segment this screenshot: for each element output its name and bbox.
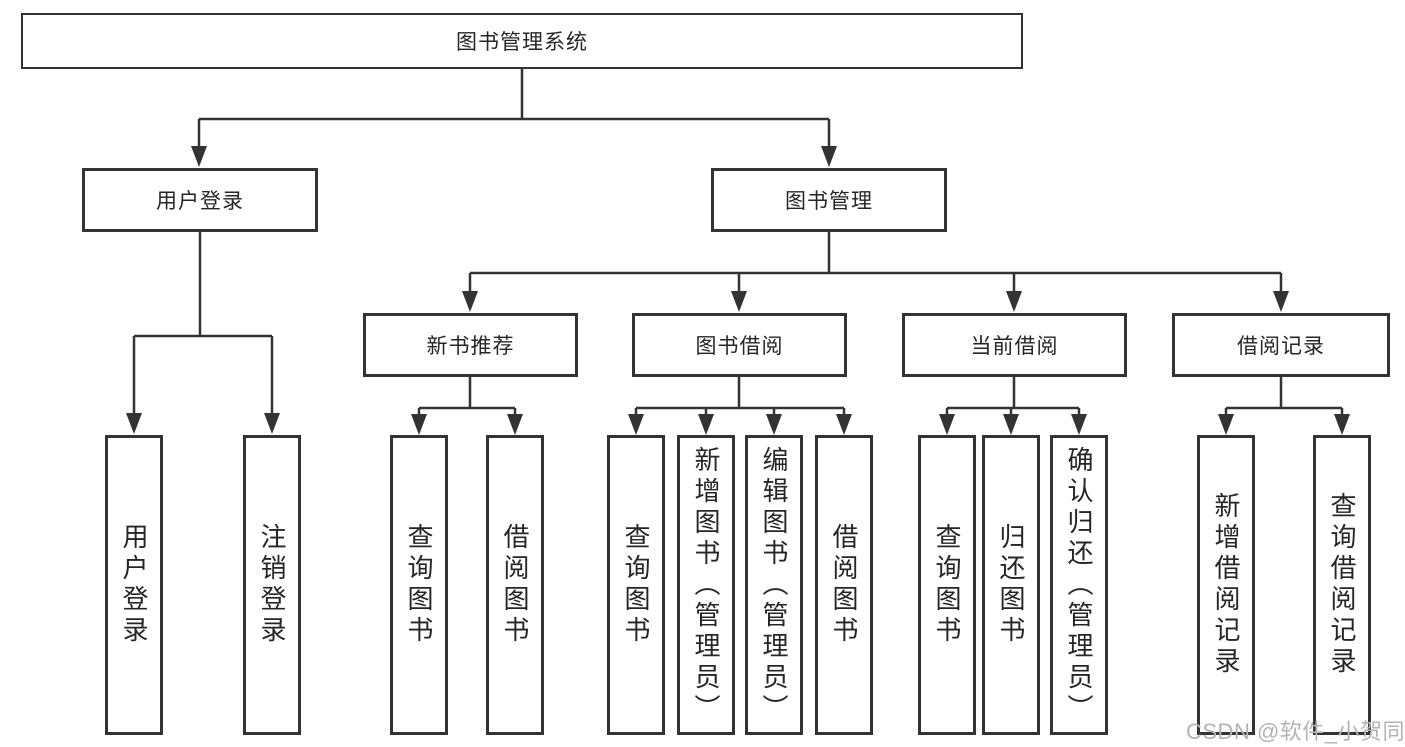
node-label: 用户登录	[119, 523, 149, 647]
connector-book-borrow-children	[628, 377, 852, 435]
node-label: 确认归还（管理员）	[1064, 445, 1094, 725]
node-root-system: 图书管理系统	[21, 13, 1023, 69]
leaf-borrow-book-2: 借阅图书	[815, 435, 873, 735]
leaf-logout: 注销登录	[243, 435, 301, 735]
node-label: 编辑图书（管理员）	[759, 445, 789, 725]
node-label: 查询借阅记录	[1327, 492, 1357, 678]
node-book-borrow: 图书借阅	[632, 313, 847, 377]
leaf-query-book-2: 查询图书	[607, 435, 665, 735]
connector-root-to-level2	[191, 69, 837, 167]
leaf-user-login: 用户登录	[105, 435, 163, 735]
watermark: CSDN @软件_小贺同学	[1186, 719, 1405, 744]
connector-user-login-children	[126, 232, 280, 434]
node-user-login: 用户登录	[82, 168, 318, 232]
node-label: 当前借阅	[970, 335, 1059, 358]
node-label: 归还图书	[996, 523, 1026, 647]
node-label: 图书管理系统	[456, 31, 588, 54]
leaf-query-borrow-record: 查询借阅记录	[1313, 435, 1371, 735]
node-label: 用户登录	[156, 190, 244, 213]
leaf-query-book-3: 查询图书	[918, 435, 976, 735]
leaf-add-book-admin: 新增图书（管理员）	[677, 435, 735, 735]
leaf-add-borrow-record: 新增借阅记录	[1197, 435, 1255, 735]
node-label: 查询图书	[404, 523, 434, 647]
node-new-book-recommend: 新书推荐	[363, 313, 578, 377]
node-label: 借阅图书	[500, 523, 530, 647]
node-label: 查询图书	[621, 523, 651, 647]
connector-new-book-children	[411, 377, 523, 435]
connector-borrow-record-children	[1218, 377, 1350, 435]
node-label: 借阅记录	[1237, 335, 1325, 358]
leaf-confirm-return-admin: 确认归还（管理员）	[1050, 435, 1108, 735]
connector-current-borrow-children	[939, 377, 1087, 435]
node-label: 图书管理	[785, 190, 873, 213]
leaf-return-book: 归还图书	[982, 435, 1040, 735]
node-label: 新增图书（管理员）	[691, 445, 721, 725]
node-label: 图书借阅	[695, 335, 784, 358]
node-label: 新增借阅记录	[1211, 492, 1241, 678]
node-book-management: 图书管理	[711, 168, 947, 232]
leaf-edit-book-admin: 编辑图书（管理员）	[745, 435, 803, 735]
leaf-query-book-1: 查询图书	[390, 435, 448, 735]
node-label: 查询图书	[932, 523, 962, 647]
node-label: 注销登录	[257, 523, 287, 647]
connector-book-mgmt-children	[462, 232, 1289, 312]
node-current-borrow: 当前借阅	[902, 313, 1127, 377]
node-label: 借阅图书	[829, 523, 859, 647]
node-borrow-record: 借阅记录	[1172, 313, 1390, 377]
leaf-borrow-book-1: 借阅图书	[486, 435, 544, 735]
node-label: 新书推荐	[426, 335, 515, 358]
